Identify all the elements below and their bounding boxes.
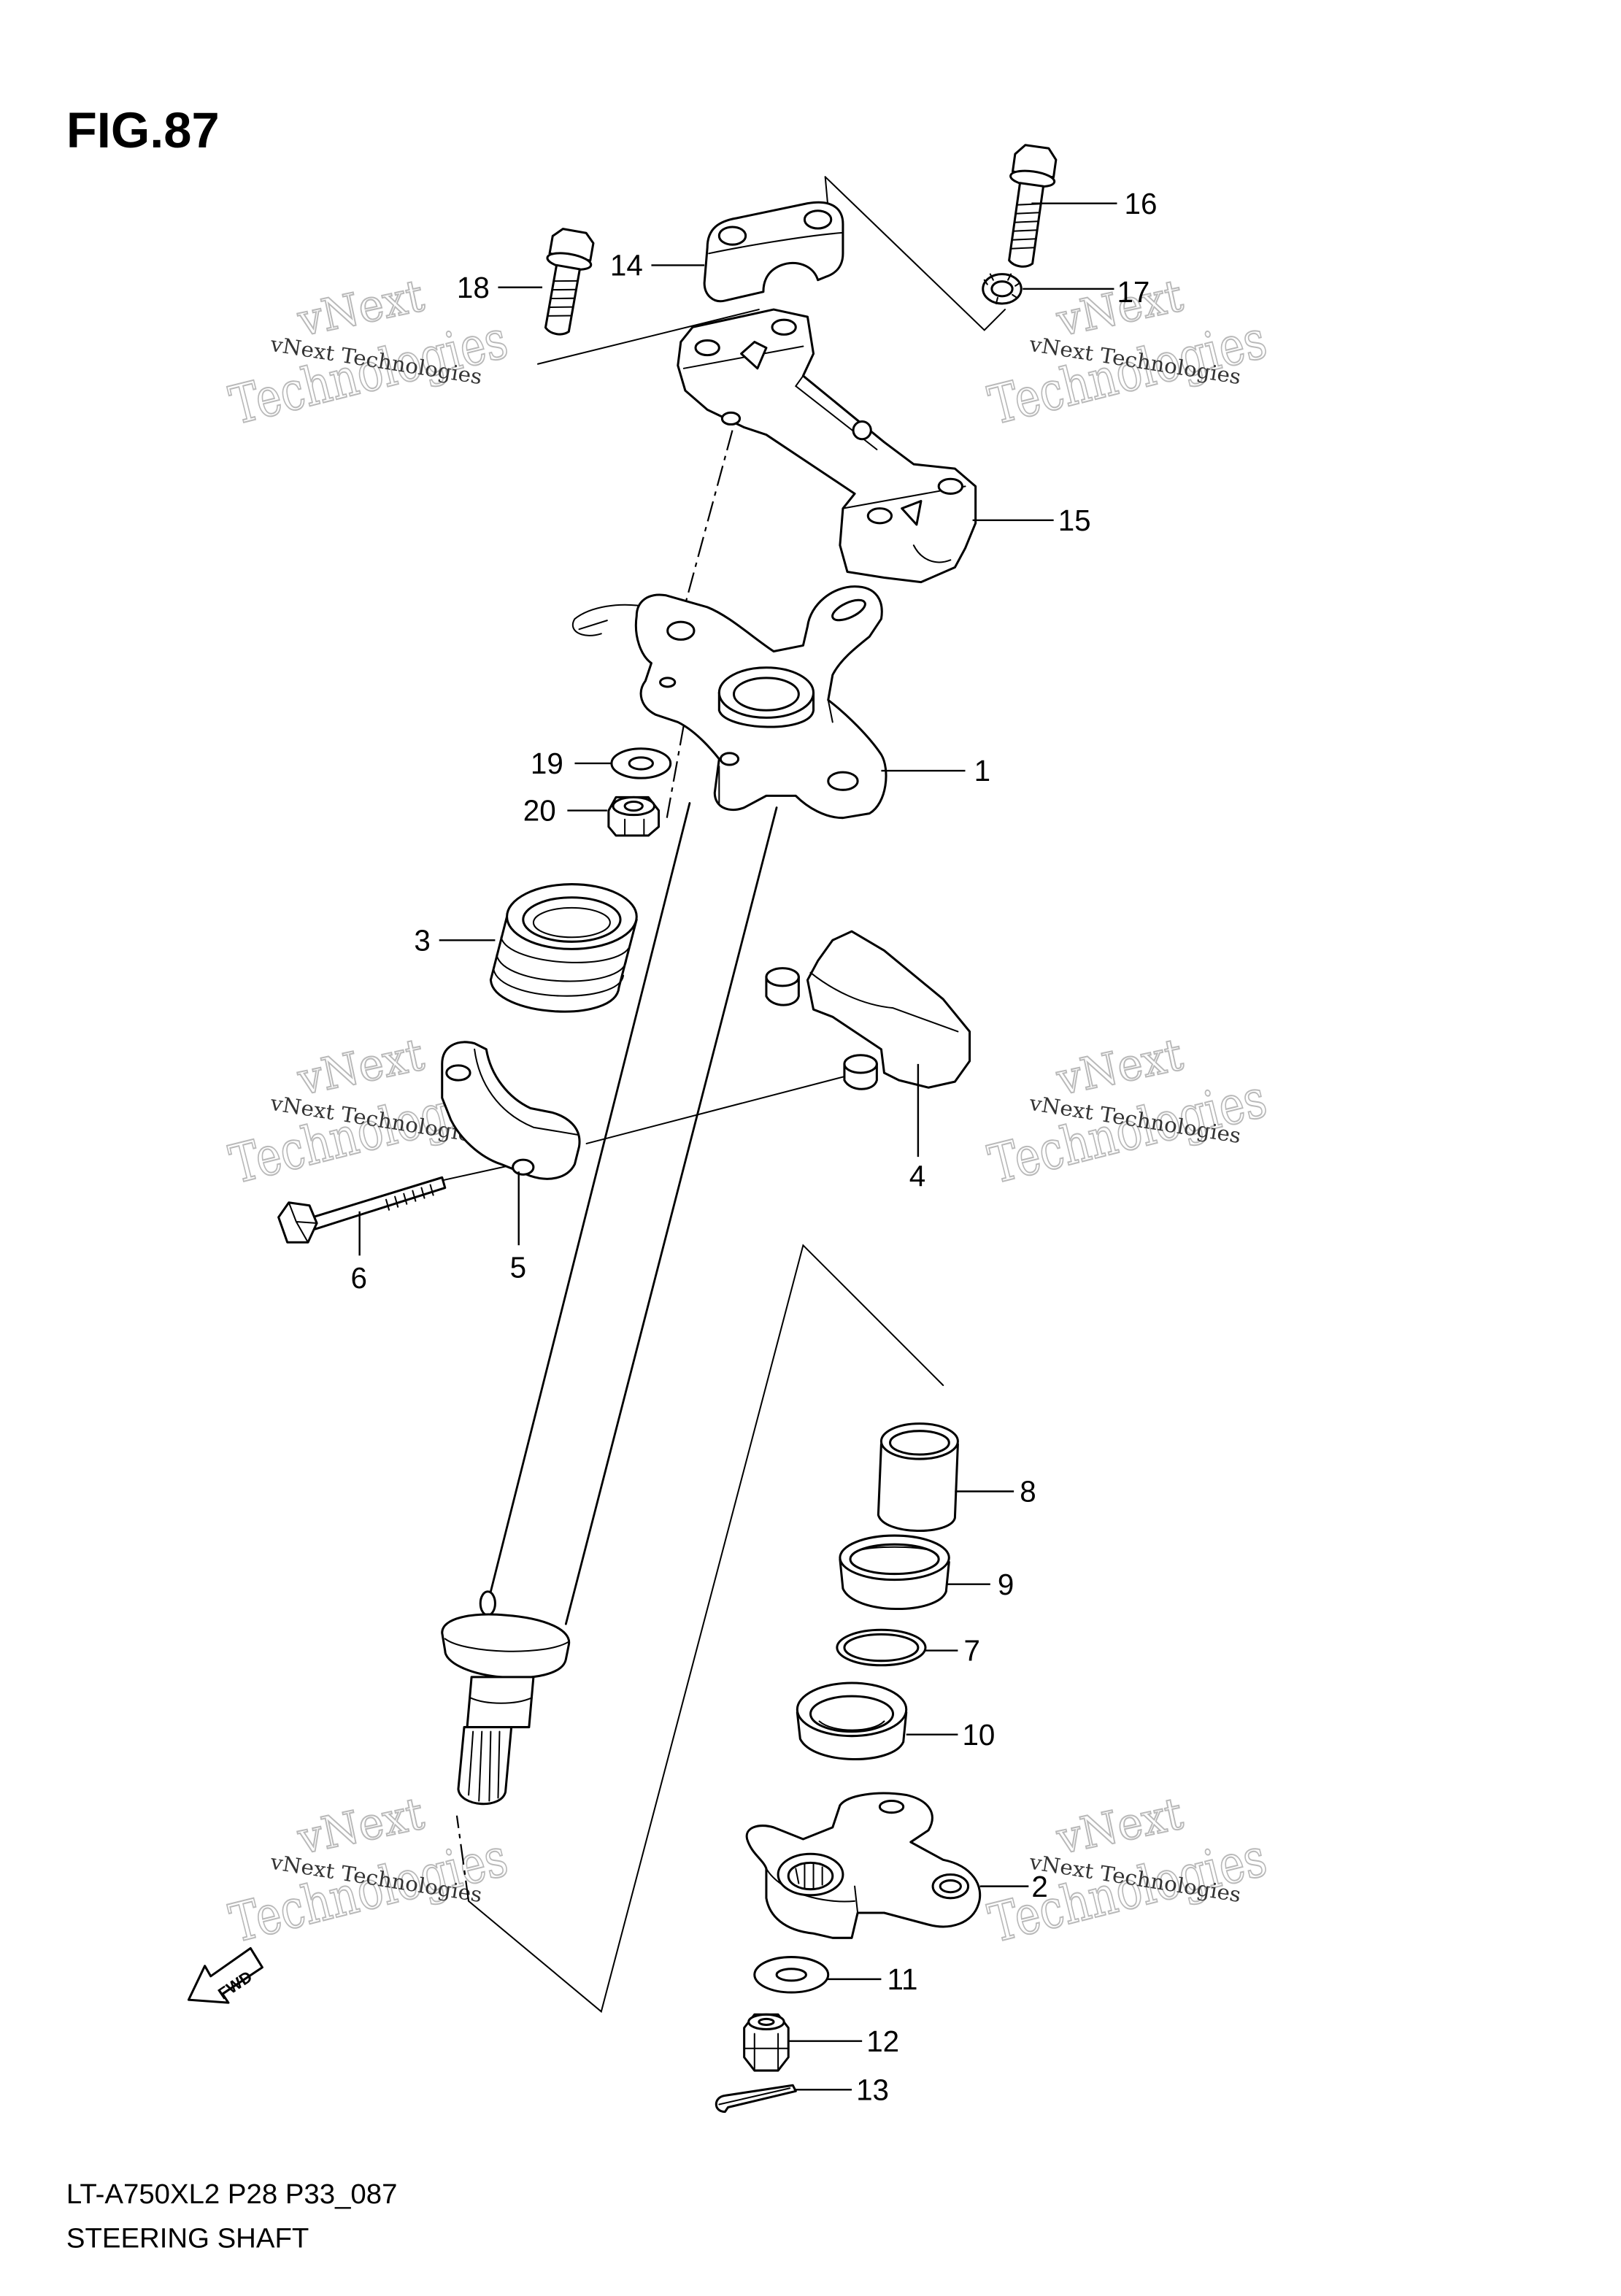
callout-16: 16: [1125, 187, 1158, 220]
part-4-shape: [765, 930, 971, 1090]
watermark: vNext Technologies vNext Technologies: [223, 1787, 514, 1956]
callout-6: 6: [351, 1261, 367, 1295]
callout-13: 13: [856, 2073, 889, 2106]
callout-5: 5: [510, 1251, 526, 1284]
part-17-washer: [982, 273, 1023, 305]
assembly-lines: [441, 176, 1006, 2014]
part-16-bolt: [1008, 144, 1058, 268]
part-12-nut: [743, 2013, 790, 2072]
part-3-bushing: [489, 883, 638, 1013]
part-18-bolt: [544, 228, 595, 336]
part-2-shape: [745, 1792, 982, 1939]
callout-17: 17: [1117, 275, 1150, 309]
callout-12: 12: [866, 2025, 899, 2058]
part-20-nut: [607, 795, 661, 837]
part-15-shape: [677, 308, 977, 584]
part-5-shape: [441, 1041, 581, 1180]
callout-15: 15: [1058, 504, 1091, 537]
callout-20: 20: [523, 794, 556, 828]
watermark: vNext Technologies vNext Technologies: [982, 1028, 1273, 1197]
part-13-cotter-pin: [715, 2084, 797, 2114]
part-9-bearing: [839, 1534, 950, 1611]
fwd-arrow-icon: FWD: [187, 1946, 263, 2004]
callout-7: 7: [963, 1634, 979, 1668]
callout-8: 8: [1020, 1475, 1036, 1509]
diagram-caption: STEERING SHAFT: [66, 2222, 309, 2254]
diagram-code: LT-A750XL2 P28 P33_087: [66, 2178, 398, 2210]
callout-leaders: [358, 202, 1117, 2091]
callout-2: 2: [1031, 1870, 1047, 1903]
callout-3: 3: [414, 923, 430, 957]
callout-4: 4: [909, 1159, 925, 1193]
callout-11: 11: [887, 1962, 917, 1996]
part-10-seal: [796, 1681, 908, 1761]
callout-19: 19: [531, 747, 563, 780]
callout-18: 18: [457, 271, 490, 304]
part-1-shape: [571, 585, 887, 820]
figure-title: FIG.87: [66, 102, 220, 158]
part-14-shape: [703, 201, 844, 303]
part-8-bushing: [877, 1422, 959, 1533]
part-19-washer: [610, 747, 672, 779]
callout-14: 14: [610, 249, 643, 282]
steering-shaft: [441, 802, 778, 1806]
callout-10: 10: [962, 1718, 995, 1752]
part-6-bolt: [277, 1176, 447, 1244]
watermark: vNext Technologies vNext Technologies: [982, 1787, 1273, 1956]
part-7-o-ring: [836, 1628, 927, 1667]
callout-1: 1: [974, 754, 990, 787]
part-11-washer: [753, 1956, 830, 1994]
callout-numbers: 16 17 14 18 15 1 19 20 3 4 5 6 8 9 7 10 …: [351, 187, 1158, 2107]
callout-9: 9: [998, 1568, 1014, 1601]
